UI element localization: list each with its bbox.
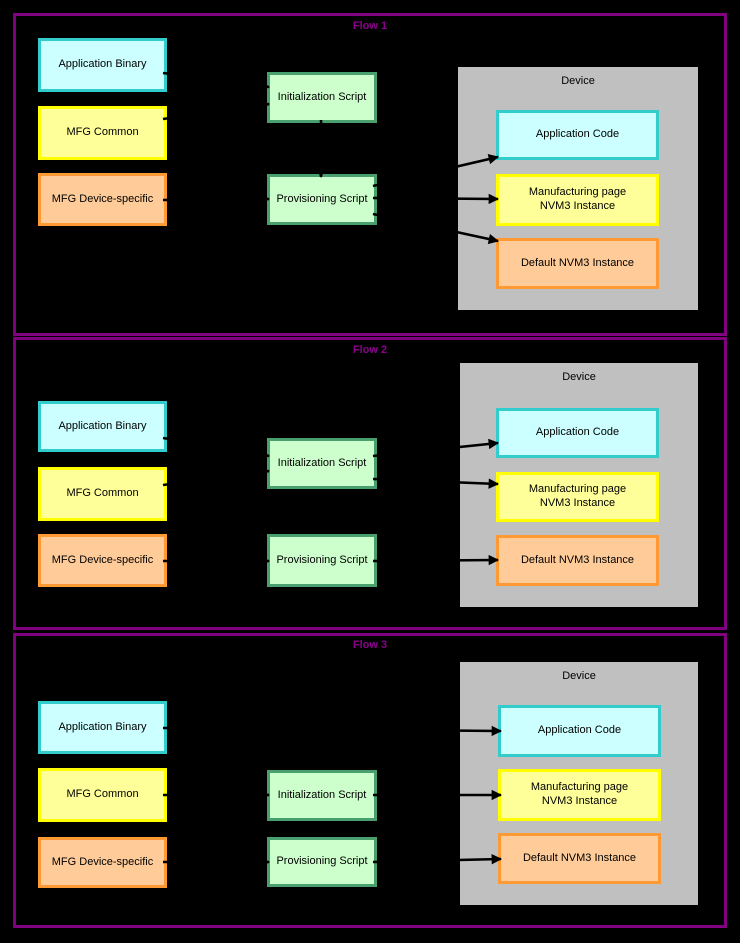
flow1-manufacturing-page-nvm3-node: Manufacturing page NVM3 Instance: [496, 174, 659, 226]
flow3-application-binary-node: Application Binary: [38, 701, 167, 754]
flow1-manufacturing-page-line1: Manufacturing page: [528, 186, 627, 199]
flow3-mfg-device-specific-node: MFG Device-specific: [38, 837, 167, 888]
flow1-device-label: Device: [561, 75, 595, 87]
flow3-manufacturing-page-line2: NVM3 Instance: [541, 795, 618, 807]
flow1-mfg-device-specific-node: MFG Device-specific: [38, 173, 167, 226]
flow1-application-code-node: Application Code: [496, 110, 659, 160]
flow1-mfg-common-node: MFG Common: [38, 106, 167, 160]
flow2-mfg-common-node: MFG Common: [38, 467, 167, 521]
flow3-manufacturing-page-nvm3-node: Manufacturing page NVM3 Instance: [498, 769, 661, 821]
flow-3-section: [13, 633, 727, 928]
flow1-provisioning-script-node: Provisioning Script: [267, 174, 377, 225]
flow2-manufacturing-page-nvm3-node: Manufacturing page NVM3 Instance: [496, 472, 659, 522]
flow3-manufacturing-page-line1: Manufacturing page: [530, 781, 629, 794]
flow2-provisioning-script-node: Provisioning Script: [267, 534, 377, 587]
flow1-application-binary-node: Application Binary: [38, 38, 167, 92]
flow-3-title: Flow 3: [352, 639, 388, 651]
flow2-application-binary-node: Application Binary: [38, 401, 167, 452]
flow3-default-nvm3-node: Default NVM3 Instance: [498, 833, 661, 884]
flow2-default-nvm3-node: Default NVM3 Instance: [496, 535, 659, 586]
flow-2-title: Flow 2: [352, 344, 388, 356]
flow3-provisioning-script-node: Provisioning Script: [267, 837, 377, 887]
flow3-device-label: Device: [562, 670, 596, 682]
flow2-application-code-node: Application Code: [496, 408, 659, 458]
flow2-device-label: Device: [562, 371, 596, 383]
flow-2-section: [13, 337, 727, 630]
flow2-manufacturing-page-line1: Manufacturing page: [528, 483, 627, 496]
flow1-default-nvm3-node: Default NVM3 Instance: [496, 238, 659, 289]
flow2-initialization-script-node: Initialization Script: [267, 438, 377, 489]
flow1-initialization-script-node: Initialization Script: [267, 72, 377, 123]
flow-1-title: Flow 1: [352, 20, 388, 32]
flow3-initialization-script-node: Initialization Script: [267, 770, 377, 821]
flow2-manufacturing-page-line2: NVM3 Instance: [539, 497, 616, 509]
flow1-manufacturing-page-line2: NVM3 Instance: [539, 200, 616, 212]
flow3-mfg-common-node: MFG Common: [38, 768, 167, 822]
flow3-application-code-node: Application Code: [498, 705, 661, 757]
flow-1-section: [13, 13, 727, 336]
flow2-mfg-device-specific-node: MFG Device-specific: [38, 534, 167, 587]
